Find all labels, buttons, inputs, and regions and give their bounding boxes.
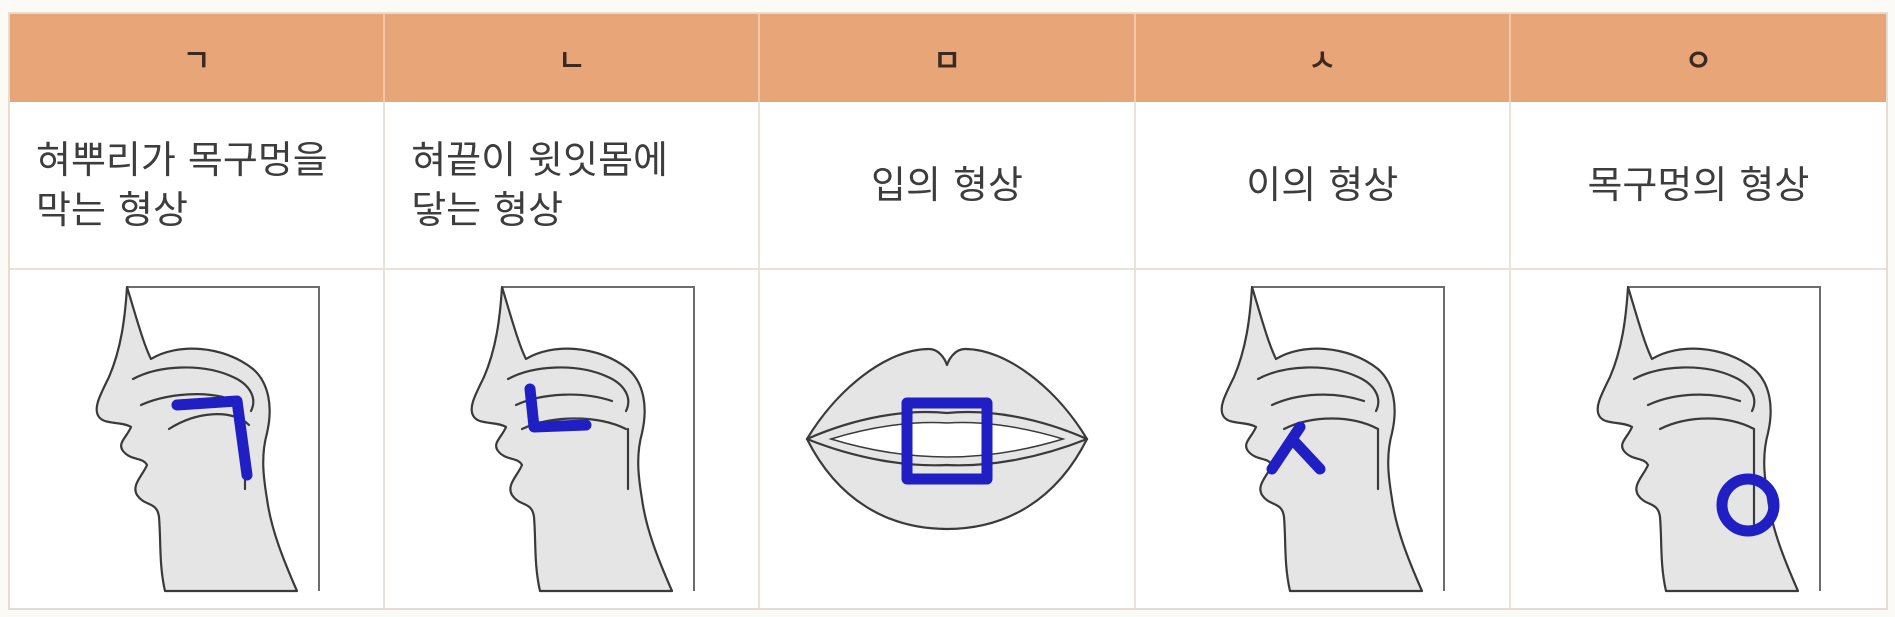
header-letter-siot: ㅅ <box>1308 44 1336 79</box>
illustration-cell-siot <box>1135 270 1511 608</box>
head-profile-siot-illustration <box>1220 285 1446 593</box>
illustration-cell-mieum <box>760 270 1136 608</box>
header-cell-mieum: ㅁ <box>760 14 1136 102</box>
description-line: 혀끝이 윗잇몸에 <box>411 138 668 182</box>
description-line: 혀뿌리가 목구멍을 <box>36 138 328 182</box>
header-letter-ieung: ㅇ <box>1684 44 1713 79</box>
description-cell-giyeok: 혀뿌리가 목구멍을 막는 형상 <box>10 102 386 270</box>
header-letter-giyeok: ㄱ <box>182 44 211 79</box>
head-profile-giyeok-illustration <box>95 285 320 593</box>
header-cell-ieung: ㅇ <box>1510 14 1886 102</box>
lips-mieum-illustration <box>805 347 1089 531</box>
header-cell-siot: ㅅ <box>1135 14 1511 102</box>
description-cell-mieum: 입의 형상 <box>760 102 1136 270</box>
description-line: 막는 형상 <box>36 188 188 232</box>
description-cell-ieung: 목구멍의 형상 <box>1510 102 1886 270</box>
description-cell-siot: 이의 형상 <box>1135 102 1511 270</box>
illustration-cell-giyeok <box>10 270 386 608</box>
consonant-origin-table: ㄱ ㄴ ㅁ ㅅ ㅇ 혀뿌리가 목구멍을 막는 형상 혀끝이 윗잇몸에 닿는 형상… <box>8 12 1888 610</box>
description-line: 이의 형상 <box>1246 163 1399 207</box>
header-letter-nieun: ㄴ <box>557 44 586 79</box>
header-cell-giyeok: ㄱ <box>10 14 386 102</box>
illustration-cell-ieung <box>1510 270 1886 608</box>
header-letter-mieum: ㅁ <box>933 44 961 79</box>
header-cell-nieun: ㄴ <box>385 14 761 102</box>
illustration-cell-nieun <box>385 270 761 608</box>
description-line: 입의 형상 <box>871 163 1023 207</box>
head-profile-ieung-illustration <box>1596 285 1822 593</box>
description-cell-nieun: 혀끝이 윗잇몸에 닿는 형상 <box>385 102 761 270</box>
description-line: 목구멍의 형상 <box>1587 163 1810 207</box>
description-line: 닿는 형상 <box>411 188 564 232</box>
head-profile-nieun-illustration <box>470 285 695 593</box>
